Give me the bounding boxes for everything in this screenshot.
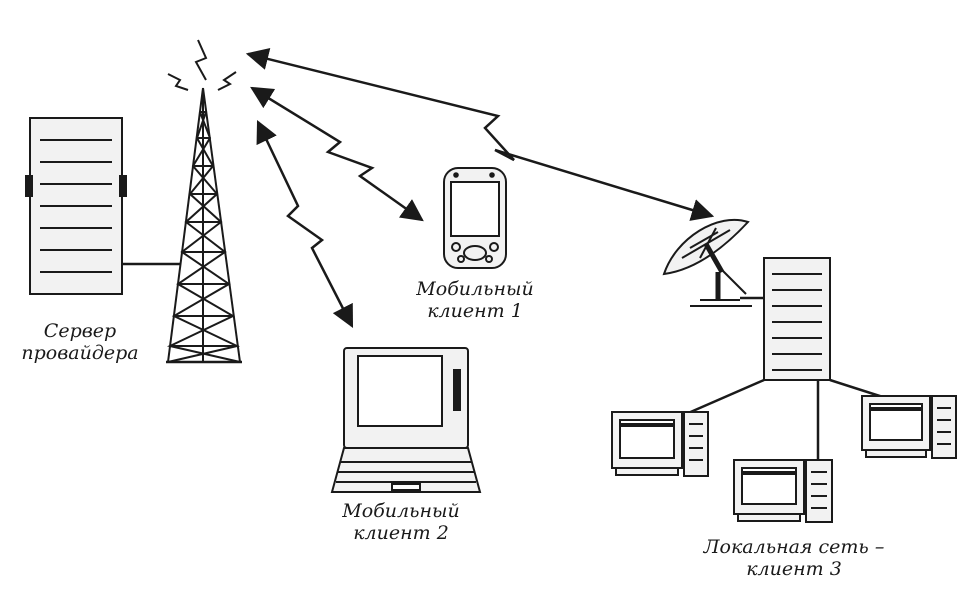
label-mobile-client-1-line1: Мобильный bbox=[416, 278, 534, 300]
satellite-dish-icon bbox=[662, 218, 752, 307]
label-lan-client-3-line2: клиент 3 bbox=[746, 558, 842, 580]
lan-server-icon bbox=[763, 257, 831, 381]
label-lan-client-3: Локальная сеть – клиент 3 bbox=[674, 536, 914, 580]
provider-server-icon bbox=[25, 117, 127, 295]
radio-tower-icon bbox=[166, 39, 242, 364]
link-tower-mobile1 bbox=[250, 86, 424, 222]
wireless-links bbox=[245, 47, 715, 329]
label-mobile-client-2: Мобильный клиент 2 bbox=[326, 500, 476, 544]
label-mobile-client-2-line1: Мобильный bbox=[342, 500, 460, 522]
link-tower-mobile2 bbox=[256, 119, 354, 329]
label-mobile-client-1: Мобильный клиент 1 bbox=[400, 278, 550, 322]
link-tower-satellite bbox=[245, 47, 715, 221]
workstation-left-icon bbox=[611, 411, 709, 477]
laptop-icon bbox=[330, 347, 482, 493]
workstation-middle-icon bbox=[733, 459, 833, 523]
label-provider-server-line1: Сервер bbox=[43, 320, 117, 342]
label-provider-server-line2: провайдера bbox=[21, 342, 139, 364]
lan-links bbox=[685, 378, 887, 460]
label-lan-client-3-line1: Локальная сеть – bbox=[703, 536, 885, 558]
workstation-right-icon bbox=[861, 395, 957, 459]
label-mobile-client-2-line2: клиент 2 bbox=[353, 522, 449, 544]
label-provider-server: Сервер провайдера bbox=[10, 320, 150, 364]
label-mobile-client-1-line2: клиент 1 bbox=[427, 300, 523, 322]
pda-icon bbox=[443, 167, 507, 269]
